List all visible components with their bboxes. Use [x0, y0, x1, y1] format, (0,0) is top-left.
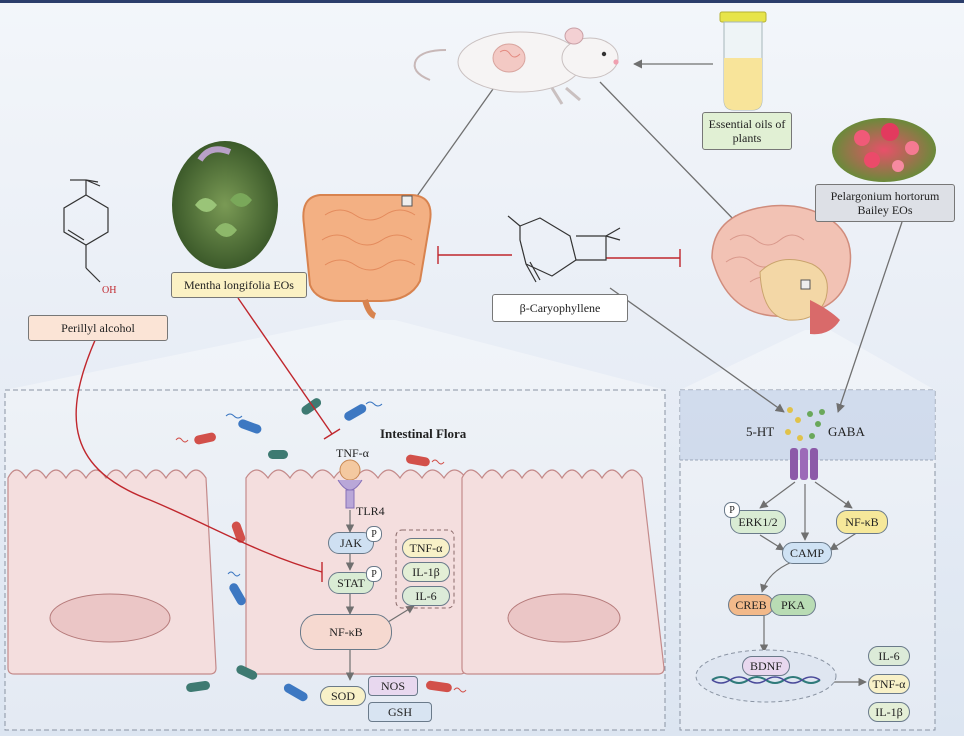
- flow-arrows: [409, 59, 903, 413]
- nos-node: NOS: [368, 676, 418, 696]
- brain-illustration: [711, 204, 852, 335]
- top-border: [0, 0, 964, 3]
- brain-receptor-channel: [790, 448, 818, 480]
- oh-label: OH: [102, 285, 117, 296]
- epithelial-cell-right: [461, 469, 665, 675]
- epithelial-cell-left: [7, 469, 217, 675]
- brain-il6-node: IL-6: [868, 646, 910, 666]
- camp-node: CAMP: [782, 542, 832, 564]
- tlr4-label: TLR4: [356, 504, 385, 518]
- essential-oil-tube: [719, 11, 767, 111]
- brain-zoom-projection: [680, 330, 935, 390]
- bdnf-node: BDNF: [742, 656, 790, 676]
- neurotransmitter-dots: [785, 407, 825, 441]
- tnf-ligand: [339, 459, 361, 481]
- cytokine-box: [395, 529, 455, 609]
- tnf-receptor-label: TNF-α: [336, 446, 369, 460]
- synaptic-cleft-band: [680, 390, 935, 460]
- nucleus-outline: [695, 649, 837, 703]
- bacteria-group: [175, 398, 467, 702]
- erk-phospho: P: [724, 502, 740, 518]
- brain-signaling-arrows: [759, 481, 867, 687]
- pelargonium-label: Pelargonium hortorum Bailey EOs: [815, 184, 955, 222]
- intestinal-flora-label: Intestinal Flora: [380, 426, 467, 441]
- mouse-illustration: [413, 27, 619, 105]
- gsh-node: GSH: [368, 702, 432, 722]
- stat-node: STAT: [328, 572, 374, 594]
- mentha-photo: [172, 141, 278, 269]
- mentha-label: Mentha longifolia EOs: [171, 272, 307, 298]
- creb-node: CREB: [728, 594, 774, 616]
- caryophyllene-structure: [507, 215, 621, 283]
- 5ht-label: 5-HT: [746, 424, 775, 439]
- caryophyllene-label: β-Caryophyllene: [492, 294, 628, 322]
- cyto-tnf-node: TNF-α: [402, 538, 450, 558]
- intestine-illustration: [302, 194, 432, 319]
- gaba-label: GABA: [828, 424, 865, 439]
- sod-node: SOD: [320, 686, 366, 706]
- nfkb-gut-node: NF-κB: [300, 614, 392, 650]
- jak-node: JAK: [328, 532, 374, 554]
- nfkb-brain-node: NF-κB: [836, 510, 888, 534]
- perillyl-label: Perillyl alcohol: [28, 315, 168, 341]
- gut-zoom-projection: [5, 320, 665, 390]
- brain-il1b-node: IL-1β: [868, 702, 910, 722]
- jak-phospho: P: [366, 526, 382, 542]
- cyto-il6-node: IL-6: [402, 586, 450, 606]
- erk-node: ERK1/2: [730, 510, 786, 534]
- pka-node: PKA: [770, 594, 816, 616]
- gut-signaling-arrows: [345, 510, 415, 681]
- pelargonium-photo: [832, 118, 936, 182]
- stat-phospho: P: [366, 566, 382, 582]
- perillyl-structure: [63, 179, 109, 283]
- brain-tnf-node: TNF-α: [868, 674, 910, 694]
- inhibition-lines: [75, 246, 681, 582]
- cyto-il1b-node: IL-1β: [402, 562, 450, 582]
- tlr4-receptor-shape: [337, 479, 363, 509]
- essential-oils-label: Essential oils of plants: [702, 112, 792, 150]
